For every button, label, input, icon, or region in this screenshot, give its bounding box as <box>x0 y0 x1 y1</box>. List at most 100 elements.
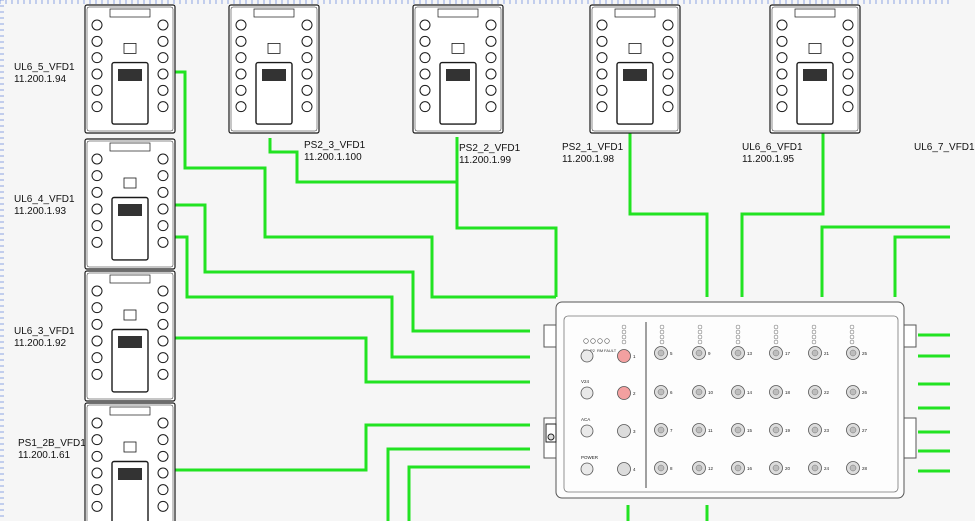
vfd-drive[interactable] <box>769 4 861 134</box>
connector-port[interactable] <box>91 35 103 47</box>
connector-port[interactable] <box>157 52 169 64</box>
connector-port[interactable] <box>157 467 169 479</box>
ethernet-port[interactable] <box>617 386 631 400</box>
connector-port[interactable] <box>842 84 854 96</box>
connector-port[interactable] <box>91 335 103 347</box>
connector-port[interactable] <box>91 19 103 31</box>
connector-port[interactable] <box>91 318 103 330</box>
connector-port[interactable] <box>419 52 431 64</box>
connector-port[interactable] <box>485 35 497 47</box>
connector-port[interactable] <box>596 101 608 113</box>
connector-port[interactable] <box>235 19 247 31</box>
connector-port[interactable] <box>157 153 169 165</box>
connector-port[interactable] <box>301 68 313 80</box>
aux-port[interactable] <box>580 386 594 400</box>
ethernet-port[interactable] <box>617 349 631 363</box>
connector-port[interactable] <box>235 101 247 113</box>
connector-port[interactable] <box>91 170 103 182</box>
connector-port[interactable] <box>662 35 674 47</box>
connector-port[interactable] <box>91 352 103 364</box>
connector-port[interactable] <box>842 52 854 64</box>
connector-port[interactable] <box>842 35 854 47</box>
connector-port[interactable] <box>157 302 169 314</box>
connector-port[interactable] <box>776 101 788 113</box>
connector-port[interactable] <box>91 236 103 248</box>
connector-port[interactable] <box>91 285 103 297</box>
connector-port[interactable] <box>662 101 674 113</box>
connector-port[interactable] <box>91 101 103 113</box>
connector-port[interactable] <box>91 368 103 380</box>
connector-port[interactable] <box>776 68 788 80</box>
vfd-drive[interactable] <box>84 138 176 270</box>
connector-port[interactable] <box>419 84 431 96</box>
connector-port[interactable] <box>91 467 103 479</box>
connector-port[interactable] <box>157 101 169 113</box>
connector-port[interactable] <box>157 170 169 182</box>
connector-port[interactable] <box>596 84 608 96</box>
aux-port[interactable] <box>580 349 594 363</box>
aux-port[interactable] <box>580 462 594 476</box>
connector-port[interactable] <box>776 19 788 31</box>
connector-port[interactable] <box>157 236 169 248</box>
connector-port[interactable] <box>662 84 674 96</box>
connector-port[interactable] <box>91 153 103 165</box>
connector-port[interactable] <box>157 186 169 198</box>
connector-port[interactable] <box>301 84 313 96</box>
connector-port[interactable] <box>662 68 674 80</box>
connector-port[interactable] <box>842 68 854 80</box>
connector-port[interactable] <box>485 68 497 80</box>
connector-port[interactable] <box>235 68 247 80</box>
connector-port[interactable] <box>301 19 313 31</box>
vfd-drive[interactable] <box>228 4 320 134</box>
connector-port[interactable] <box>91 417 103 429</box>
vfd-drive[interactable] <box>589 4 681 134</box>
connector-port[interactable] <box>157 84 169 96</box>
connector-port[interactable] <box>157 203 169 215</box>
connector-port[interactable] <box>91 500 103 512</box>
connector-port[interactable] <box>91 484 103 496</box>
connector-port[interactable] <box>301 101 313 113</box>
connector-port[interactable] <box>662 19 674 31</box>
connector-port[interactable] <box>419 68 431 80</box>
connector-port[interactable] <box>91 68 103 80</box>
vfd-drive[interactable] <box>84 4 176 134</box>
connector-port[interactable] <box>485 19 497 31</box>
connector-port[interactable] <box>91 203 103 215</box>
connector-port[interactable] <box>157 500 169 512</box>
connector-port[interactable] <box>419 101 431 113</box>
connector-port[interactable] <box>157 368 169 380</box>
connector-port[interactable] <box>235 52 247 64</box>
connector-port[interactable] <box>157 450 169 462</box>
vfd-drive[interactable] <box>412 4 504 134</box>
connector-port[interactable] <box>91 302 103 314</box>
connector-port[interactable] <box>157 417 169 429</box>
connector-port[interactable] <box>419 35 431 47</box>
connector-port[interactable] <box>91 84 103 96</box>
connector-port[interactable] <box>485 84 497 96</box>
connector-port[interactable] <box>157 484 169 496</box>
connector-port[interactable] <box>235 84 247 96</box>
connector-port[interactable] <box>776 35 788 47</box>
ethernet-port[interactable] <box>617 424 631 438</box>
connector-port[interactable] <box>776 84 788 96</box>
connector-port[interactable] <box>301 35 313 47</box>
vfd-drive[interactable] <box>84 402 176 521</box>
connector-port[interactable] <box>596 35 608 47</box>
connector-port[interactable] <box>419 19 431 31</box>
connector-port[interactable] <box>91 186 103 198</box>
connector-port[interactable] <box>842 101 854 113</box>
connector-port[interactable] <box>157 285 169 297</box>
vfd-drive[interactable] <box>84 270 176 402</box>
connector-port[interactable] <box>485 101 497 113</box>
connector-port[interactable] <box>91 450 103 462</box>
ethernet-port[interactable] <box>617 462 631 476</box>
connector-port[interactable] <box>91 52 103 64</box>
connector-port[interactable] <box>157 35 169 47</box>
connector-port[interactable] <box>596 68 608 80</box>
connector-port[interactable] <box>235 35 247 47</box>
connector-port[interactable] <box>157 318 169 330</box>
connector-port[interactable] <box>842 19 854 31</box>
connector-port[interactable] <box>301 52 313 64</box>
connector-port[interactable] <box>157 68 169 80</box>
connector-port[interactable] <box>485 52 497 64</box>
